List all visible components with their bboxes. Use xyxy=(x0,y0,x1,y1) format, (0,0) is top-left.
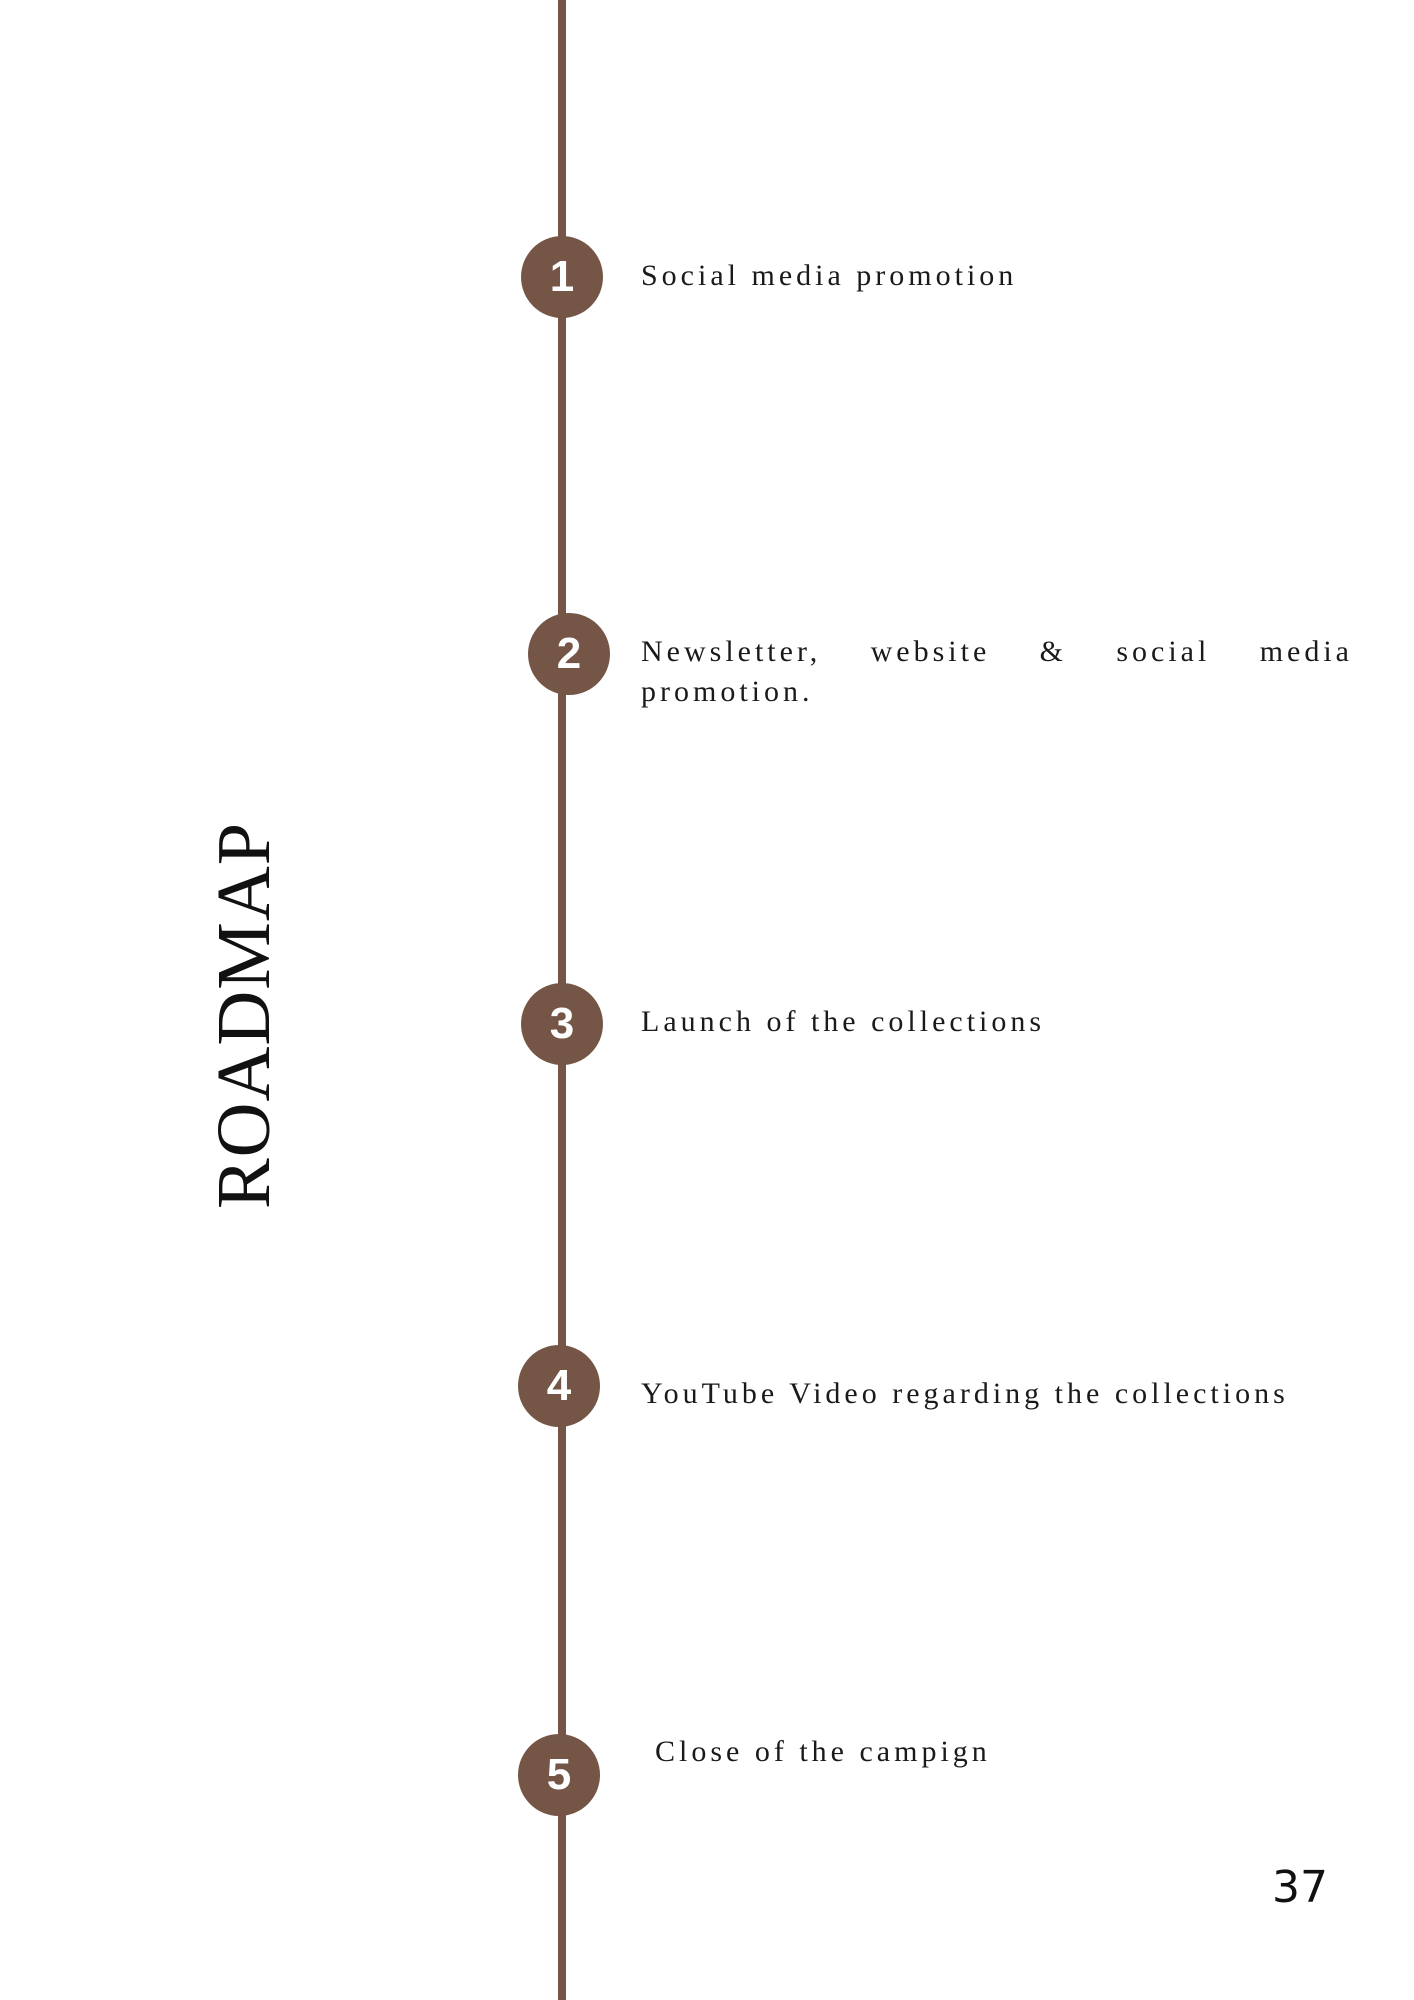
step-5-marker: 5 xyxy=(518,1734,600,1816)
step-5-text: Close of the campign xyxy=(655,1735,991,1768)
page-number: 37 xyxy=(1272,1862,1328,1913)
step-2-text: Newsletter, website & social media promo… xyxy=(641,635,1353,708)
step-4-marker: 4 xyxy=(518,1345,600,1427)
page-title: ROADMAP xyxy=(203,821,287,1208)
step-1-number: 1 xyxy=(549,252,575,301)
step-3-number: 3 xyxy=(549,999,575,1048)
step-3-marker: 3 xyxy=(521,983,603,1065)
step-2-number: 2 xyxy=(556,629,582,678)
step-1-text: Social media promotion xyxy=(641,259,1018,292)
step-4-text: YouTube Video regarding the collections xyxy=(641,1377,1289,1410)
page-title-text: ROADMAP xyxy=(202,821,287,1209)
step-1-marker: 1 xyxy=(521,236,603,318)
step-2-marker: 2 xyxy=(528,613,610,695)
step-4-number: 4 xyxy=(546,1361,572,1410)
step-5-number: 5 xyxy=(546,1750,572,1799)
step-3-text: Launch of the collections xyxy=(641,1005,1046,1038)
